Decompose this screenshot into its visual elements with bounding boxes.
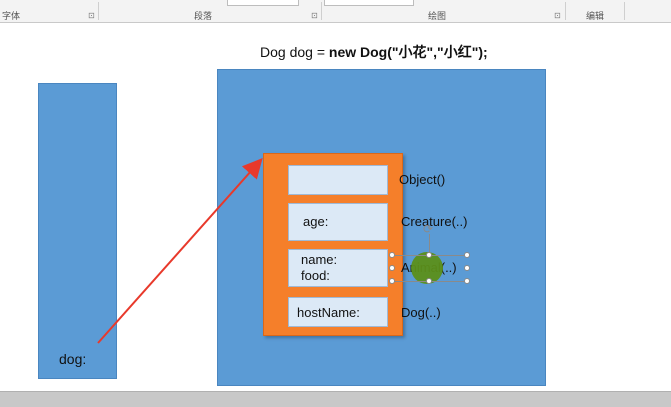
slot-animal[interactable]: name: food: — [288, 249, 388, 287]
ribbon-separator — [565, 2, 566, 20]
code-statement: Dog dog = new Dog("小花","小红"); — [260, 42, 520, 62]
ribbon-group-drawing-label: 绘图 — [428, 12, 447, 22]
ribbon-group-edit: 编辑 — [566, 0, 606, 22]
ribbon-field[interactable] — [324, 0, 414, 6]
dialog-launcher-icon[interactable]: ⊡ — [311, 11, 318, 20]
slot-creature[interactable]: age: — [288, 203, 388, 241]
selection-handle[interactable] — [389, 278, 395, 284]
selection-handle[interactable] — [389, 252, 395, 258]
ribbon-group-drawing: 绘图 ⊡ — [322, 0, 565, 22]
dialog-launcher-icon[interactable]: ⊡ — [554, 11, 561, 20]
slot-object[interactable] — [288, 165, 388, 195]
ribbon-group-font: 字体 ⊡ — [0, 0, 98, 22]
statement-new-keyword: new Dog( — [328, 44, 392, 60]
ribbon-group-paragraph-label: 段落 — [194, 12, 213, 22]
ribbon-separator — [321, 2, 322, 20]
label-object: Object() — [399, 172, 446, 187]
selection-handle[interactable] — [464, 278, 470, 284]
rotate-stem — [429, 234, 430, 254]
statement-args: "小花","小红" — [391, 44, 479, 60]
selection-handle[interactable] — [426, 278, 432, 284]
stack-variable-label: dog: — [59, 351, 87, 367]
slot-animal-name: name: — [301, 252, 338, 267]
ribbon-group-paragraph: 段落 ⊡ — [99, 0, 321, 22]
slot-dog[interactable]: hostName: — [288, 297, 388, 327]
slot-creature-text: age: — [303, 214, 329, 229]
ribbon: 字体 ⊡ 段落 ⊡ 绘图 ⊡ 编辑 — [0, 0, 671, 23]
statement-plain: Dog dog = — [260, 44, 329, 60]
slot-animal-food: food: — [301, 268, 330, 283]
ribbon-group-font-label: 字体 — [2, 12, 21, 22]
ribbon-group-edit-label: 编辑 — [586, 12, 605, 22]
statement-end: ); — [478, 44, 488, 60]
stack-memory-block[interactable]: dog: — [38, 83, 117, 379]
ribbon-field[interactable] — [227, 0, 299, 6]
label-dog: Dog(..) — [401, 305, 441, 320]
rotate-handle-icon[interactable]: ⟳ — [423, 222, 434, 236]
ribbon-separator — [624, 2, 625, 20]
selection-handle[interactable] — [464, 265, 470, 271]
ribbon-separator — [98, 2, 99, 20]
selection-handle[interactable] — [389, 265, 395, 271]
selection-handle[interactable] — [426, 252, 432, 258]
dog-object-box[interactable]: age: name: food: hostName: — [263, 153, 403, 336]
selection-handle[interactable] — [464, 252, 470, 258]
status-bar — [0, 391, 671, 407]
slot-dog-text: hostName: — [297, 305, 360, 320]
dialog-launcher-icon[interactable]: ⊡ — [88, 11, 95, 20]
label-creature: Creature(..) — [401, 214, 468, 229]
